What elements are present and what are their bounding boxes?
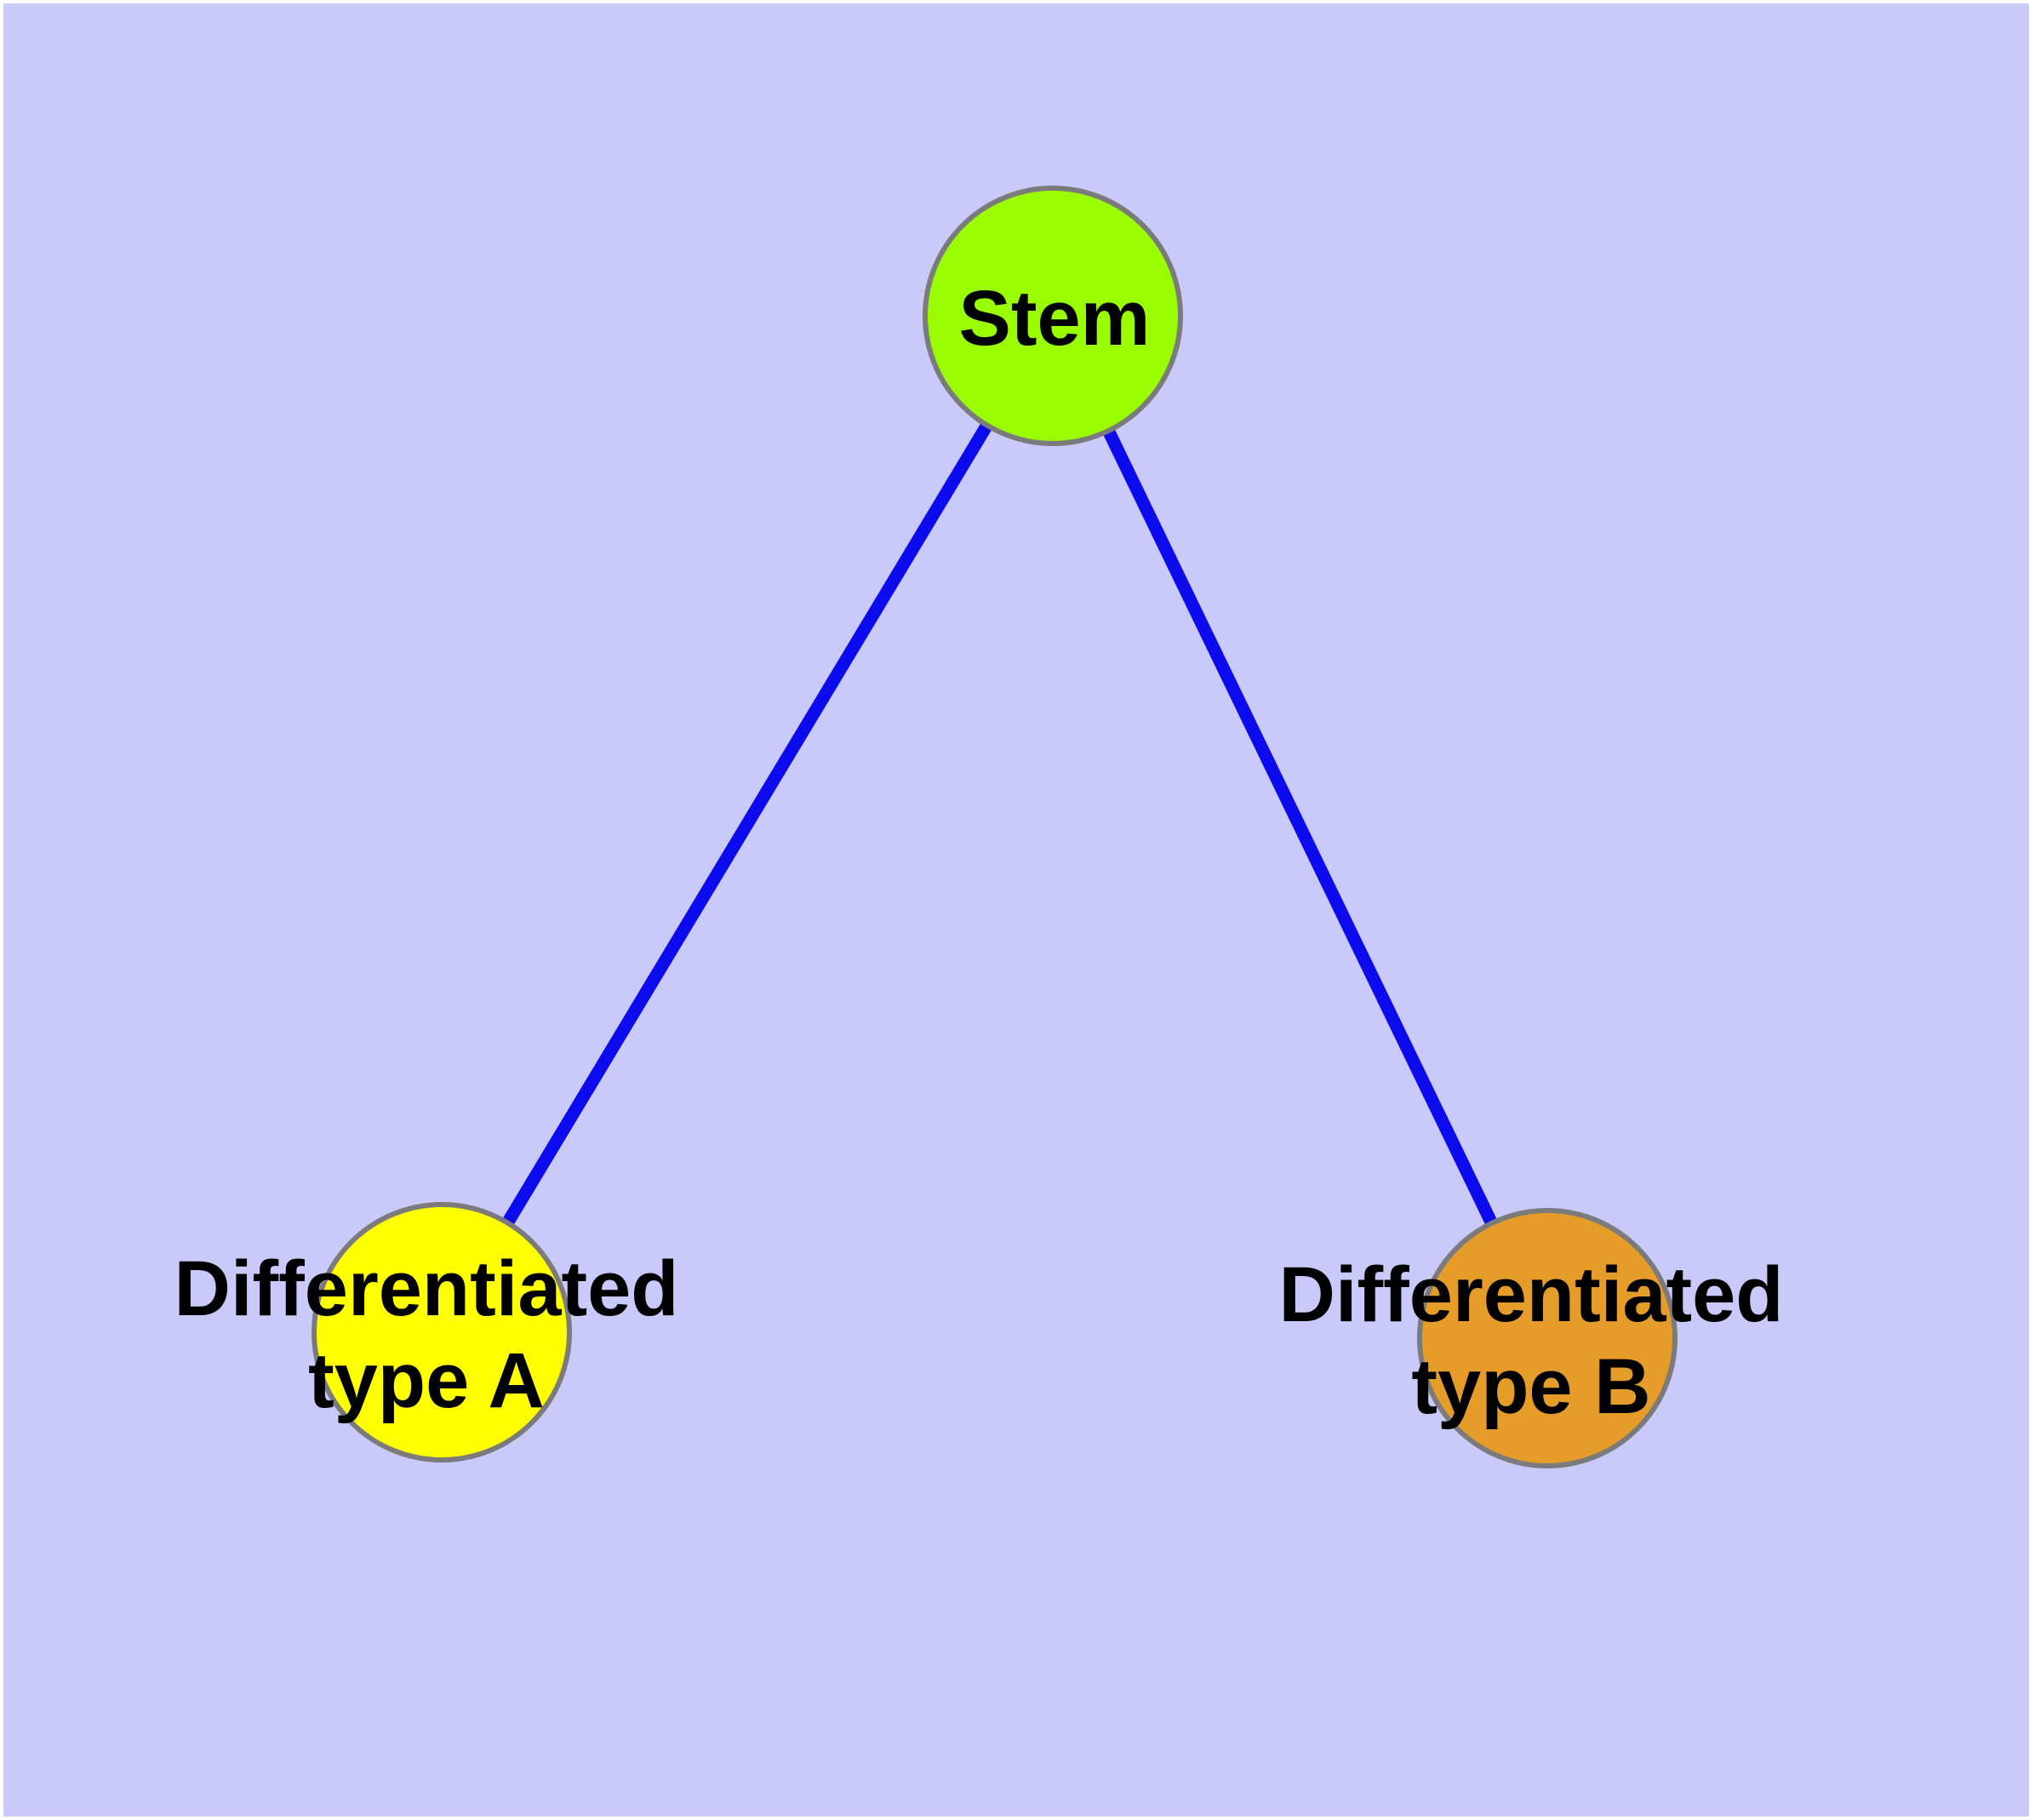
edge-stem-to-type-a: [436, 312, 1059, 1336]
node-type-b-label-line2: type B: [1411, 1343, 1651, 1430]
node-stem: [923, 186, 1183, 446]
node-type-a: [311, 1202, 572, 1462]
node-type-b-label: Differentiated type B: [1279, 1249, 1784, 1433]
node-type-b-label-line1: Differentiated: [1278, 1251, 1784, 1338]
node-stem-label-text: Stem: [958, 275, 1151, 362]
edge-stem-to-type-b: [1047, 312, 1553, 1342]
node-type-a-label: Differentiated type A: [174, 1243, 679, 1427]
node-type-a-label-line2: type A: [308, 1337, 545, 1424]
node-stem-label: Stem: [959, 272, 1151, 364]
node-type-b: [1417, 1208, 1677, 1468]
node-type-a-label-line1: Differentiated: [174, 1245, 679, 1332]
